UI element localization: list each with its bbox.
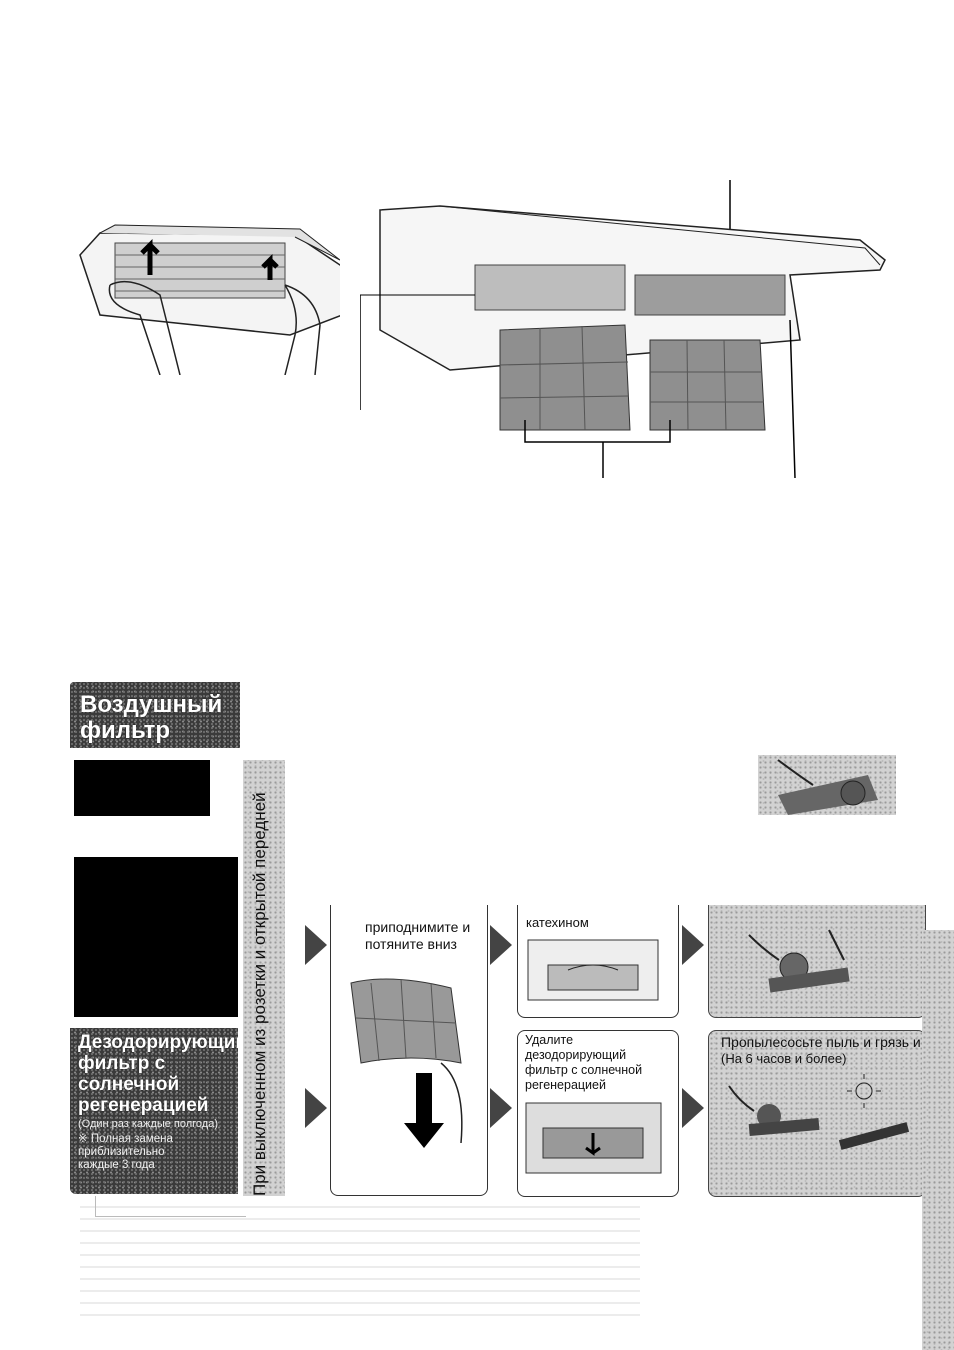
deodor-filter-note-replace: ※ Полная замена приблизительно каждые 3 … [70,1131,214,1172]
step-catechin-text: катехином [518,905,678,930]
air-filter-dark-block-2 [74,857,238,1017]
catechin-illustration [518,930,668,1010]
step-vacuum-box [708,905,926,1018]
air-filter-dark-block [74,760,210,816]
scan-edge-strip [922,930,954,1350]
step-arrow-1 [305,925,327,965]
remove-deodor-illustration [518,1093,668,1183]
step-catechin-box: катехином [517,905,679,1018]
step-vacuum-dry-text: Пропылесосьте пыль и грязь и высушите на… [709,1031,925,1051]
filters-removed-illustration [360,180,890,480]
vacuum-illustration [709,905,919,1010]
step-lift-pull-box: приподнимите и потяните вниз [330,905,488,1196]
air-filter-title: Воздушный фильтр [70,682,240,744]
step-arrow-5 [682,925,704,965]
step-arrow-2 [305,1088,327,1128]
step-lift-pull-text: приподнимите и потяните вниз [331,905,487,953]
step-vacuum-dry-box: Пропылесосьте пыль и грязь и высушите на… [708,1030,926,1197]
deodor-filter-title: Дезодорирующий фильтр с солнечной регене… [70,1028,238,1116]
deodor-filter-note-period: (Один раз каждые полгода) [70,1116,238,1131]
deodor-filter-label-panel: Дезодорирующий фильтр с солнечной регене… [70,1028,238,1194]
filter-pull-illustration [331,963,481,1163]
step-remove-deodor-text: Удалите дезодорирующий фильтр с солнечно… [518,1031,678,1093]
air-filter-label-panel: Воздушный фильтр [70,682,240,748]
vertical-precondition-label: При выключенном из розетки и открытой пе… [243,760,277,1196]
step-remove-deodor-box: Удалите дезодорирующий фильтр с солнечно… [517,1030,679,1197]
faded-bracket [95,1196,246,1217]
step-arrow-3 [490,925,512,965]
step-arrow-4 [490,1088,512,1128]
open-panel-illustration [70,215,340,375]
sun-dry-illustration [709,1066,923,1156]
step-arrow-6 [682,1088,704,1128]
vacuum-thumbnail [758,755,896,815]
step-hours-note: (На 6 часов и более) [709,1051,925,1066]
